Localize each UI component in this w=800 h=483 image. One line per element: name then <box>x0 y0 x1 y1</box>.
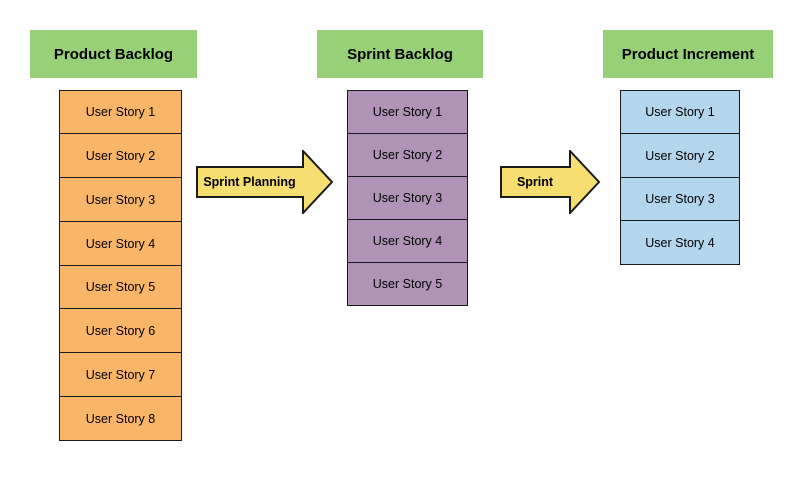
product-increment-header: Product Increment <box>603 30 773 78</box>
product-backlog-list: User Story 1 User Story 2 User Story 3 U… <box>59 89 182 442</box>
user-story-box: User Story 4 <box>620 220 740 265</box>
arrow-shape <box>500 150 601 214</box>
user-story-box: User Story 3 <box>59 177 182 223</box>
sprint-arrow: Sprint <box>500 150 601 214</box>
user-story-box: User Story 1 <box>59 89 182 135</box>
user-story-box: User Story 7 <box>59 352 182 398</box>
user-story-box: User Story 8 <box>59 396 182 442</box>
user-story-box: User Story 5 <box>347 261 468 306</box>
sprint-backlog-list: User Story 1 User Story 2 User Story 3 U… <box>347 89 468 306</box>
right-arrow-icon <box>196 150 334 214</box>
user-story-label: User Story 6 <box>85 324 156 339</box>
user-story-label: User Story 4 <box>645 235 715 250</box>
user-story-label: User Story 2 <box>645 148 715 163</box>
arrow-shape <box>196 150 334 214</box>
user-story-label: User Story 4 <box>85 236 156 251</box>
user-story-box: User Story 3 <box>620 176 740 222</box>
user-story-label: User Story 5 <box>85 280 156 295</box>
right-arrow-icon <box>500 150 601 214</box>
user-story-box: User Story 6 <box>59 308 182 354</box>
user-story-label: User Story 1 <box>645 105 715 119</box>
user-story-label: User Story 2 <box>85 148 156 163</box>
sprint-backlog-header: Sprint Backlog <box>317 30 483 78</box>
user-story-box: User Story 4 <box>59 220 182 267</box>
user-story-box: User Story 2 <box>59 133 182 179</box>
user-story-box: User Story 5 <box>59 264 182 310</box>
product-backlog-header: Product Backlog <box>30 30 197 78</box>
user-story-label: User Story 3 <box>85 192 156 207</box>
user-story-box: User Story 4 <box>347 218 468 263</box>
sprint-planning-arrow: Sprint Planning <box>196 150 334 214</box>
user-story-label: User Story 1 <box>85 105 156 120</box>
user-story-label: User Story 7 <box>85 367 156 382</box>
user-story-label: User Story 2 <box>372 147 443 162</box>
sprint-arrow-label: Sprint <box>516 175 554 189</box>
user-story-box: User Story 1 <box>620 89 740 135</box>
user-story-label: User Story 8 <box>85 411 156 426</box>
user-story-box: User Story 3 <box>347 175 468 220</box>
sprint-planning-arrow-label: Sprint Planning <box>203 175 296 189</box>
user-story-label: User Story 3 <box>372 190 443 205</box>
user-story-label: User Story 5 <box>372 276 443 291</box>
user-story-label: User Story 4 <box>372 233 443 248</box>
user-story-box: User Story 2 <box>620 133 740 178</box>
user-story-box: User Story 2 <box>347 132 468 177</box>
user-story-label: User Story 3 <box>645 192 715 206</box>
product-increment-list: User Story 1 User Story 2 User Story 3 U… <box>620 89 740 265</box>
user-story-box: User Story 1 <box>347 89 468 134</box>
user-story-label: User Story 1 <box>372 104 443 119</box>
